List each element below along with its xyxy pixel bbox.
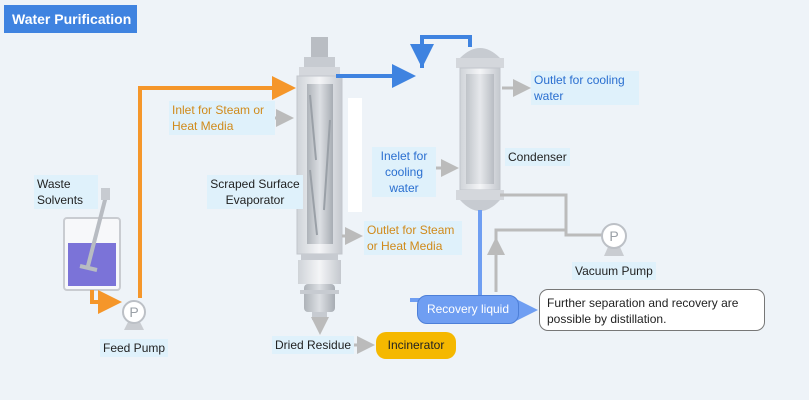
label-scraped-evaporator: Scraped Surface Evaporator	[207, 175, 303, 209]
agitator-blade	[79, 264, 98, 272]
label-dried-residue: Dried Residue	[272, 336, 355, 354]
label-vacuum-pump: Vacuum Pump	[572, 262, 656, 280]
feed-line-to-evaporator	[138, 76, 296, 298]
feed-pump	[122, 300, 146, 330]
label-condenser: Condenser	[505, 148, 570, 166]
agitator-shaft	[86, 195, 108, 267]
condenser	[456, 48, 504, 211]
incinerator-box: Incinerator	[376, 332, 456, 359]
label-waste-solvents: Waste Solvents	[34, 175, 98, 209]
label-cooling-outlet: Outlet for cooling water	[531, 71, 639, 105]
vacuum-line	[500, 193, 606, 237]
label-cooling-inlet: Inelet for cooling water	[372, 147, 436, 197]
scraped-surface-evaporator	[296, 37, 362, 320]
label-feed-pump: Feed Pump	[100, 339, 169, 357]
waste-tank	[63, 188, 121, 291]
evaporator-motor	[311, 37, 328, 57]
page-title: Water Purification	[4, 5, 137, 33]
vacuum-pump-symbol: P	[609, 228, 618, 244]
distillation-note: Further separation and recovery are poss…	[539, 289, 765, 331]
label-steam-inlet: Inlet for Steam or Heat Media	[169, 101, 275, 135]
vacuum-pump	[601, 223, 627, 256]
evaporator-jacket-highlight	[348, 98, 362, 212]
vacuum-branch-line	[494, 228, 566, 246]
agitator-motor	[101, 188, 110, 200]
recovery-liquid-box: Recovery liquid	[417, 295, 519, 324]
tank-to-pump-line	[90, 290, 122, 314]
label-steam-outlet: Outlet for Steam or Heat Media	[364, 221, 462, 255]
feed-pump-symbol: P	[129, 304, 138, 320]
